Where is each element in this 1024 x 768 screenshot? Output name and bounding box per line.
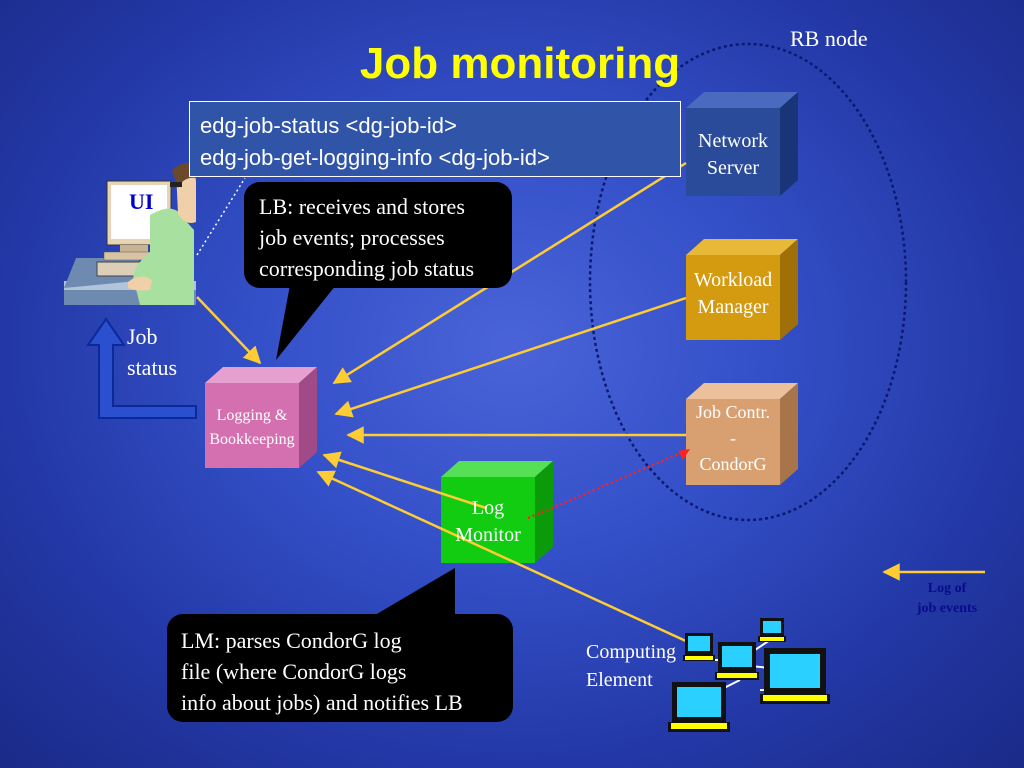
computing-element-icon xyxy=(668,618,830,732)
condorg-log-arrowhead xyxy=(678,449,690,460)
rb-node-label: RB node xyxy=(790,26,868,51)
network-server-label-line: Network xyxy=(698,130,768,152)
job-logging-command: edg-job-get-logging-info <dg-job-id> xyxy=(200,145,550,170)
logging-bookkeeping-label-line: Logging & xyxy=(216,407,288,424)
job-status-command: edg-job-status <dg-job-id> xyxy=(200,113,457,138)
log-monitor-label-line: Log xyxy=(471,497,505,519)
log-monitor-label-line: Monitor xyxy=(455,524,521,546)
arrow-computing-element-to-lb xyxy=(316,470,689,644)
job-controller-label: Job Contr. - CondorG xyxy=(680,399,786,477)
computing-element-label-line: Computing xyxy=(586,641,677,663)
lb-bubble-tail xyxy=(276,285,336,360)
log-monitor-box[interactable] xyxy=(441,461,553,563)
workload-manager-label-line: Manager xyxy=(697,296,769,318)
job-controller-label-line: CondorG xyxy=(699,454,767,474)
legend-line: job events xyxy=(916,601,978,616)
legend-line: Log of xyxy=(927,581,967,596)
logging-bookkeeping-box[interactable] xyxy=(205,367,317,468)
ui-workstation-icon xyxy=(64,162,196,305)
lb-callout-line: job events; processes xyxy=(259,225,445,250)
computing-element-label: Computing Element xyxy=(586,638,676,694)
condorg-log-dotted-line xyxy=(527,449,687,520)
lm-bubble-tail xyxy=(370,568,455,618)
network-server-label-line: Server xyxy=(706,157,760,179)
workload-manager-label-line: Workload xyxy=(693,269,773,291)
job-controller-label-line: - xyxy=(730,428,736,448)
job-status-label: Job status xyxy=(127,321,177,383)
log-monitor-label: Log Monitor xyxy=(441,495,535,549)
lm-callout-bubble: LM: parses CondorG log file (where Condo… xyxy=(167,614,513,722)
logging-bookkeeping-label: Logging & Bookkeeping xyxy=(192,404,312,452)
lm-callout-line: info about jobs) and notifies LB xyxy=(181,690,463,715)
computing-element-label-line: Element xyxy=(586,669,653,691)
job-controller-label-line: Job Contr. xyxy=(695,402,770,422)
lb-callout-bubble: LB: receives and stores job events; proc… xyxy=(244,182,512,288)
arrow-log-monitor-to-lb xyxy=(322,451,487,510)
job-controller-box[interactable] xyxy=(686,383,798,485)
ui-label: UI xyxy=(129,189,154,214)
network-server-label: Network Server xyxy=(686,128,780,182)
lm-callout-line: file (where CondorG logs xyxy=(181,659,407,684)
command-box: edg-job-status <dg-job-id> edg-job-get-l… xyxy=(189,101,681,177)
arrow-workload-manager-to-lb xyxy=(334,296,687,418)
legend-label: Log of job events xyxy=(887,579,1007,619)
lb-callout-line: corresponding job status xyxy=(259,256,475,281)
page-title: Job monitoring xyxy=(359,39,681,88)
job-status-line: Job xyxy=(127,324,158,349)
ui-command-dotted-line xyxy=(196,177,246,256)
job-status-arrow xyxy=(86,317,197,419)
job-status-line: status xyxy=(127,355,178,380)
workload-manager-label: Workload Manager xyxy=(680,267,786,321)
lm-callout-line: LM: parses CondorG log xyxy=(181,628,402,653)
arrow-ui-to-lb xyxy=(196,296,262,365)
network-server-box[interactable] xyxy=(686,92,798,196)
workload-manager-box[interactable] xyxy=(686,239,798,340)
lb-callout-line: LB: receives and stores xyxy=(259,194,465,219)
rb-node-ellipse xyxy=(588,42,908,522)
logging-bookkeeping-label-line: Bookkeeping xyxy=(209,431,295,448)
